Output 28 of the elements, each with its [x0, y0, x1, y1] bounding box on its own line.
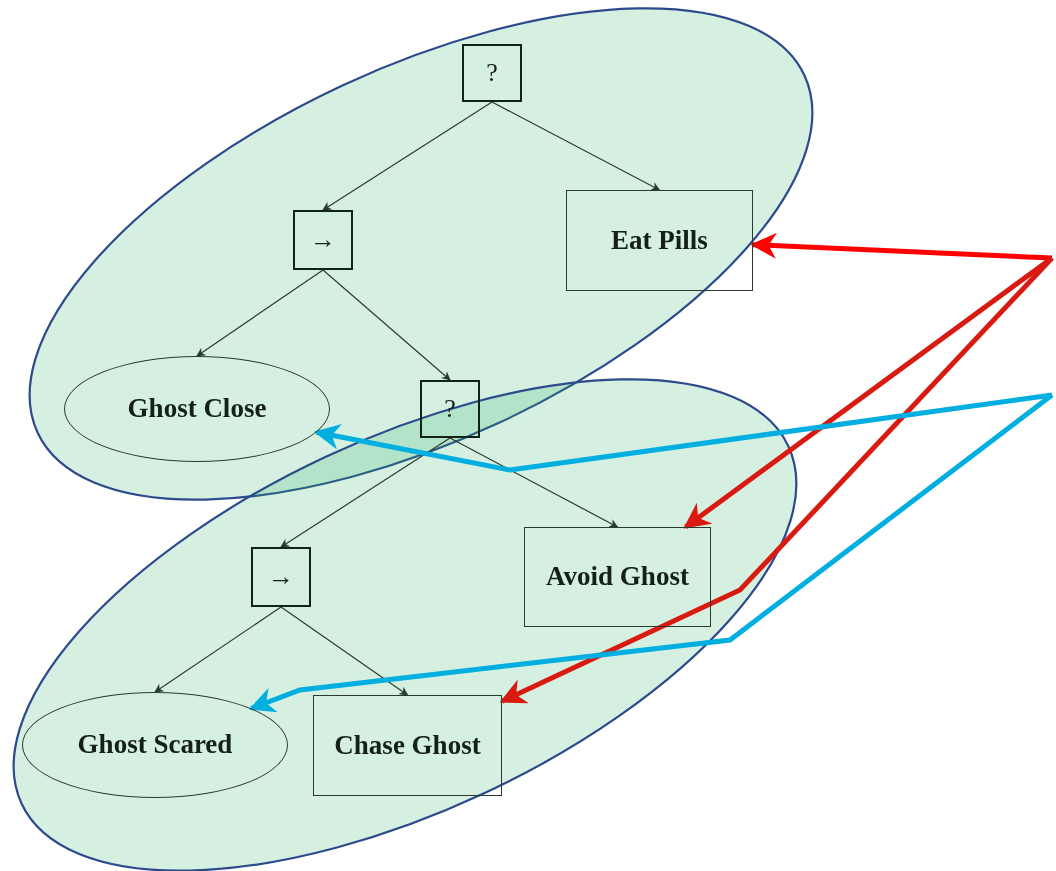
- arrow: [154, 606, 282, 693]
- arrow: [313, 392, 1053, 473]
- arrow: [280, 437, 451, 548]
- arrow: [449, 437, 619, 528]
- arrow: [750, 232, 1053, 261]
- control-node-box: [462, 44, 522, 102]
- arrow: [280, 606, 409, 696]
- arrow: [322, 269, 451, 381]
- arrow: [683, 256, 1054, 529]
- node-label: Ghost Scared: [76, 728, 234, 762]
- node-label: Avoid Ghost: [545, 560, 690, 594]
- action-box: [313, 695, 502, 796]
- arrow: [248, 393, 1054, 713]
- arrow: [196, 269, 324, 357]
- node-label: Chase Ghost: [333, 728, 482, 762]
- action-box: [524, 527, 711, 627]
- node-label: →: [267, 561, 295, 594]
- action-box: [566, 190, 753, 291]
- control-node-box: [251, 547, 311, 607]
- node-label: Ghost Close: [126, 392, 268, 426]
- node-label: ?: [485, 57, 499, 90]
- arrow: [491, 101, 661, 191]
- control-node-box: [293, 210, 353, 270]
- group-ellipse: [30, 8, 812, 500]
- node-label: Eat Pills: [610, 223, 709, 257]
- node-label: →: [309, 224, 337, 257]
- arrow: [322, 101, 493, 211]
- arrow: [499, 256, 1054, 704]
